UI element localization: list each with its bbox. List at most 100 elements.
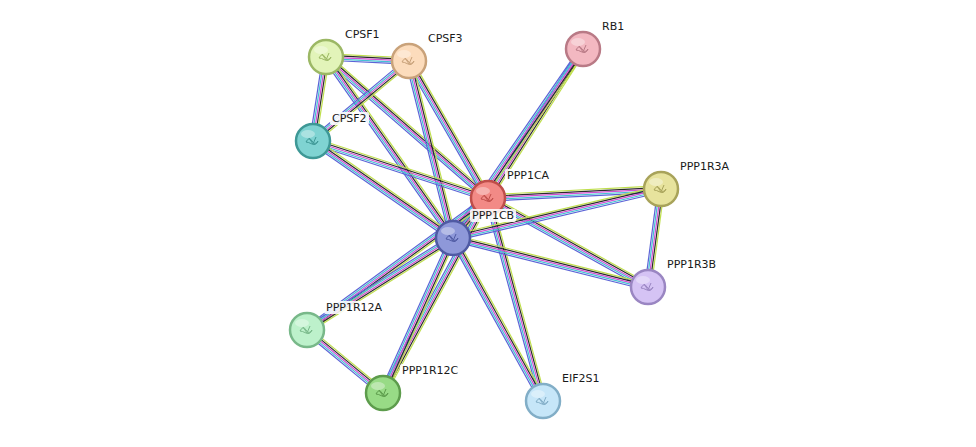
node-label: PPP1CA bbox=[505, 169, 551, 182]
interaction-edge bbox=[324, 69, 398, 132]
node-label: EIF2S1 bbox=[560, 372, 602, 385]
node-label: RB1 bbox=[600, 20, 626, 33]
edge-strand bbox=[494, 214, 540, 384]
edge-strand bbox=[469, 244, 631, 285]
edge-strand bbox=[460, 254, 534, 387]
edge-strand bbox=[503, 206, 633, 278]
interaction-edge bbox=[320, 244, 441, 323]
node-circle bbox=[294, 122, 332, 160]
node-circle bbox=[564, 30, 602, 68]
edge-strand bbox=[324, 69, 394, 127]
edge-strand bbox=[413, 78, 449, 222]
edge-strand bbox=[415, 77, 451, 221]
edge-strand bbox=[491, 215, 537, 385]
edge-strand bbox=[496, 214, 542, 384]
edge-strand bbox=[335, 72, 442, 225]
node-label: PPP1R12C bbox=[400, 364, 460, 377]
edge-strand bbox=[465, 65, 576, 226]
interaction-edge bbox=[460, 61, 576, 226]
edge-strand bbox=[318, 343, 368, 384]
edge-strand bbox=[410, 78, 446, 222]
node-label: PPP1R12A bbox=[324, 301, 384, 314]
interaction-edge bbox=[469, 239, 633, 286]
edge-strand bbox=[388, 212, 477, 377]
protein-node: PPP1R12A bbox=[288, 311, 326, 349]
interaction-edge bbox=[388, 212, 483, 380]
node-circle bbox=[629, 268, 667, 306]
edge-strand bbox=[319, 205, 473, 317]
edge-strand bbox=[649, 206, 658, 270]
edge-strand bbox=[504, 205, 634, 277]
edge-strand bbox=[327, 73, 397, 131]
node-circle bbox=[307, 38, 345, 76]
edge-strand bbox=[464, 251, 538, 384]
interaction-edge bbox=[458, 251, 537, 387]
edge-strand bbox=[461, 62, 572, 223]
edge-strand bbox=[320, 341, 370, 382]
edge-strand bbox=[322, 338, 372, 379]
edge-strand bbox=[390, 254, 446, 378]
node-label: PPP1R3B bbox=[665, 258, 718, 271]
protein-node: PPP1R3B bbox=[629, 268, 667, 306]
edge-strand bbox=[393, 214, 482, 379]
edge-strand bbox=[391, 213, 480, 378]
edge-strand bbox=[389, 253, 445, 377]
interaction-edge bbox=[318, 338, 372, 384]
protein-node: EIF2S1 bbox=[524, 382, 562, 420]
edge-strand bbox=[463, 252, 537, 385]
edge-strand bbox=[341, 66, 477, 185]
edge-strand bbox=[390, 212, 479, 377]
edge-strand bbox=[500, 65, 577, 185]
edge-strand bbox=[326, 72, 396, 130]
edge-strand bbox=[470, 239, 632, 280]
edge-strand bbox=[328, 149, 471, 196]
node-label: CPSF3 bbox=[426, 32, 465, 45]
node-label: CPSF2 bbox=[330, 112, 369, 125]
edge-strand bbox=[412, 78, 448, 222]
interaction-edge bbox=[647, 205, 662, 270]
edge-strand bbox=[416, 77, 452, 221]
edge-strand bbox=[392, 254, 448, 378]
interaction-edge bbox=[325, 148, 441, 231]
node-circle bbox=[642, 170, 680, 208]
node-circle bbox=[364, 374, 402, 412]
edge-strand bbox=[394, 215, 483, 380]
edge-strand bbox=[461, 253, 535, 386]
interaction-edge bbox=[410, 77, 452, 223]
node-circle bbox=[288, 311, 326, 349]
protein-node: PPP1R3A bbox=[642, 170, 680, 208]
node-circle bbox=[390, 42, 428, 80]
edge-strand bbox=[420, 74, 482, 182]
edge-strand bbox=[327, 151, 439, 229]
edge-strand bbox=[470, 242, 632, 283]
edge-strand bbox=[415, 77, 477, 185]
interaction-edge bbox=[312, 73, 326, 124]
edge-strand bbox=[320, 207, 474, 319]
edge-strand bbox=[492, 214, 538, 384]
edge-strand bbox=[312, 73, 320, 123]
edge-strand bbox=[321, 246, 438, 320]
edge-strand bbox=[325, 71, 395, 129]
edge-strand bbox=[328, 74, 398, 132]
edge-strand bbox=[416, 77, 478, 185]
edge-strand bbox=[489, 215, 535, 385]
edge-strand bbox=[343, 61, 392, 63]
protein-node: PPP1R12C bbox=[364, 374, 402, 412]
interaction-edge bbox=[489, 214, 541, 386]
edge-strand bbox=[464, 64, 575, 225]
edge-strand bbox=[325, 153, 437, 231]
edge-strand bbox=[418, 76, 480, 184]
edge-strand bbox=[321, 340, 371, 381]
node-label: PPP1CB bbox=[470, 209, 516, 222]
protein-node: CPSF2 bbox=[294, 122, 332, 160]
edge-strand bbox=[458, 254, 532, 387]
interaction-edge bbox=[328, 143, 473, 196]
protein-node: PPP1CB bbox=[434, 219, 472, 257]
edge-strand bbox=[329, 148, 441, 226]
edge-strand bbox=[470, 241, 632, 282]
edge-strand bbox=[469, 245, 631, 286]
node-label: PPP1R3A bbox=[678, 160, 731, 173]
edge-strand bbox=[387, 252, 443, 376]
node-label: CPSF1 bbox=[343, 28, 382, 41]
